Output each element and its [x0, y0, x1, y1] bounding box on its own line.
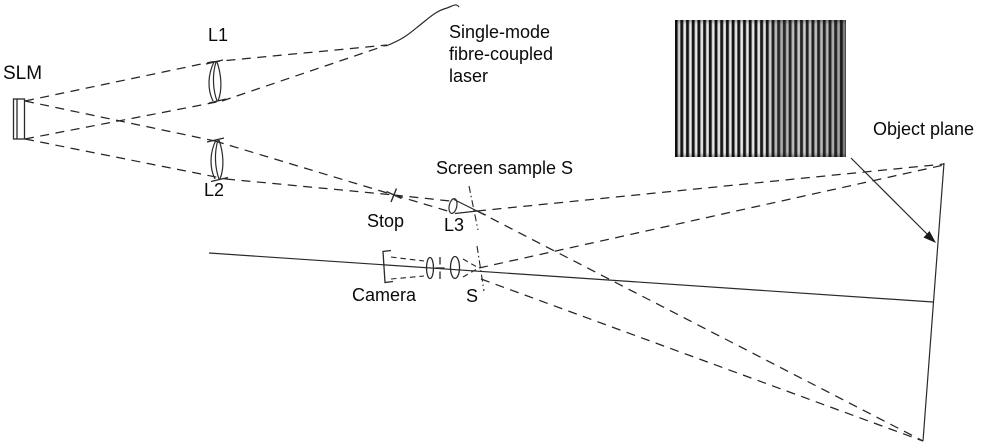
ray-sensor-lens-top — [390, 256, 425, 262]
l2-mid-line — [214, 139, 220, 180]
camera-internal-rays — [390, 256, 478, 280]
l2-left-face — [210, 139, 217, 180]
label-laser-line2: fibre-coupled — [449, 44, 554, 64]
ray-stop-l3-bottom — [393, 194, 452, 213]
ray-s-objectbottom — [480, 278, 924, 442]
camera-lens-2 — [449, 255, 461, 280]
beam-rays-dashed — [24, 44, 945, 442]
ray-s-objecttop — [478, 164, 945, 269]
lens-l2 — [206, 137, 229, 183]
label-laser: Single-mode fibre-coupled laser — [449, 21, 553, 87]
l1-right-face — [216, 61, 222, 102]
l2-bottom-tick — [210, 176, 229, 183]
slm-element — [12, 98, 26, 140]
label-laser-line1: Single-mode — [449, 22, 551, 42]
ray-slm-l2-bottom — [24, 138, 227, 180]
camera-assembly — [382, 249, 461, 284]
l3-cone-top — [453, 198, 478, 212]
inset-arrow-head — [923, 231, 936, 243]
slm-body — [12, 98, 26, 140]
ray-sensor-lens-bottom — [390, 275, 425, 280]
ray-slm-l1-top — [24, 61, 212, 102]
lens-l3 — [448, 198, 487, 216]
l1-mid-line — [212, 61, 218, 102]
l3-cone-bottom — [454, 210, 478, 215]
ray-slm-l1-bottom — [24, 100, 223, 140]
label-slm: SLM — [3, 63, 43, 84]
inset-arrow-shaft — [850, 157, 930, 237]
ray-l2-stop-top — [214, 140, 395, 196]
label-screen-sample: Screen sample S — [436, 158, 574, 178]
fibre-squiggle — [385, 4, 460, 47]
label-l1: L1 — [208, 25, 229, 45]
ray-l1-fibre-top — [210, 44, 388, 63]
label-l3: L3 — [444, 215, 465, 235]
l3-cone-tip-line — [476, 210, 487, 216]
object-plane-line — [922, 162, 945, 442]
l2-right-face — [218, 139, 224, 180]
ray-lens-s-top — [462, 258, 478, 268]
label-s-plane: S — [466, 286, 479, 306]
label-stop: Stop — [367, 211, 405, 231]
camera-s-plane-line — [476, 245, 485, 292]
ray-focus-objecttop — [476, 163, 945, 212]
stop-aperture-mark — [386, 188, 402, 203]
ray-l1-fibre-bottom — [221, 44, 388, 102]
ray-l2-stop-bottom — [225, 178, 395, 196]
l1-bottom-tick — [208, 98, 227, 104]
stop-stroke-2 — [390, 188, 398, 203]
l1-top-tick — [205, 59, 224, 65]
label-object-plane: Object plane — [873, 119, 975, 139]
lens-l1 — [205, 59, 227, 104]
ray-focus-objectbottom — [476, 210, 924, 442]
camera-lens-1 — [425, 256, 435, 280]
plane-markers — [468, 185, 485, 292]
l3-lens-ellipse — [448, 198, 458, 214]
label-l2: L2 — [204, 180, 225, 200]
l1-left-face — [208, 61, 215, 102]
fringe-inset-image — [675, 20, 846, 157]
label-laser-line3: laser — [449, 66, 489, 86]
label-camera: Camera — [352, 285, 417, 305]
ray-lens-s-bottom — [462, 268, 478, 278]
solid-lines — [208, 4, 945, 442]
camera-axis-line — [208, 252, 934, 303]
camera-sensor-bracket — [382, 249, 394, 284]
ray-stop-l3-top — [393, 194, 451, 202]
